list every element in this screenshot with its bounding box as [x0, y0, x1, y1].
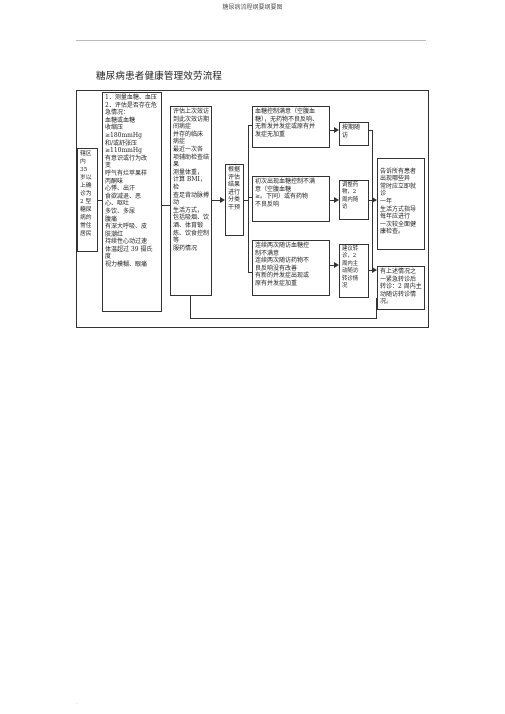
eligible-population-box: 辖区 内 35 岁以 上确 诊为 2 型 糖尿 病的 常住 居民 [77, 148, 98, 252]
corner-mark: · [426, 41, 428, 47]
arrow-eval-classify [220, 197, 225, 203]
emergency-referral-box: 有上述情况之 一紧急转诊后 转诊：2 周内主 动随访转诊情 况。 [377, 266, 425, 310]
flowchart-frame [76, 90, 429, 328]
condition-repeat-unsatisfied-box: 连续两次随访血糖控 制不满意 连续两次随访药物不 良反响没有改善 有新的并发症出… [252, 240, 330, 296]
return-loop-right [376, 298, 377, 318]
connector-cond1-action1 [330, 130, 335, 131]
patient-education-box: 告诉所有患者 出现哪些异 常时应立即就 诊 一年 生活方式指导 每年应进行 一次… [377, 158, 425, 250]
branch-trunk [248, 125, 249, 273]
connector-action1-right [369, 130, 372, 131]
arrow-to-right2 [372, 267, 377, 273]
document-header: 糖尿病流程纲要纲要图 [222, 4, 283, 11]
branch-to-cond1 [248, 125, 252, 126]
arrow-to-right1 [372, 197, 377, 203]
action-adjust-medication-box: 调整药 物，2 周内随 访 [339, 180, 369, 220]
action-referral-box: 建议转 诊，2 周内主 动随访 转诊情 况 [339, 244, 369, 298]
connector-eval-classify [212, 200, 222, 201]
arrow-cond2-action2 [334, 197, 339, 203]
connector-cond3-action3 [330, 265, 335, 266]
condition-first-unsatisfied-box: 初次出现血糖控制不满 意（空腹血糖 ≥。下同）或有药物 不良反响 [252, 176, 330, 222]
classify-box: 根据 评估 结果 进行 分类 干预 [225, 164, 244, 236]
header-divider [76, 40, 426, 41]
action-scheduled-followup-box: 按期随 访 [339, 122, 369, 146]
page-title: 糖尿病患者健康管理效劳流程 [96, 71, 223, 82]
arrow-cond1-action1 [334, 127, 339, 133]
patient-education-text: 告诉所有患者 出现哪些异 常时应立即就 诊 一年 生活方式指导 每年应进行 一次… [380, 167, 417, 236]
branch-to-cond3 [248, 272, 252, 273]
evaluation-box: 评估上次效访 到此次效访期 间病症 并存的临床 病症 最近一次各 项辅助检查结 … [170, 106, 212, 296]
condition-satisfied-box: 血糖控制满意（空腹血 糖），无药物不良反响、 无新发并发症或原有并 发症无加重 [252, 106, 330, 148]
connector-left-assess [98, 200, 102, 201]
return-loop-up [190, 296, 191, 318]
return-loop-bottom [190, 318, 377, 319]
connector-assess-eval [162, 205, 170, 206]
connector-cond2-action2 [330, 200, 335, 201]
branch-stub [244, 200, 248, 201]
assessment-box: 1．测量血糖、血压 2．评估是否存在危 急情况： 血糖或血糖 收缩压≥180mm… [102, 92, 162, 312]
arrow-cond3-action3 [334, 262, 339, 268]
branch-to-cond2 [248, 197, 252, 198]
footer-mark: . [76, 700, 78, 706]
